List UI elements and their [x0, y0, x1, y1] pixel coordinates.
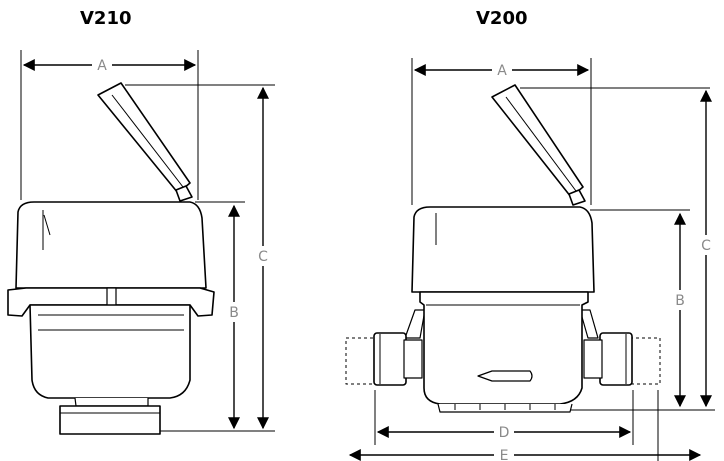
v210-bottom-connector — [59, 405, 161, 435]
v210-dim-a-label: A — [97, 58, 107, 74]
v200-dim-a-label: A — [497, 63, 507, 79]
v200-lid — [491, 84, 584, 198]
v200-meter-drawing — [345, 58, 715, 461]
v200-dim-c-label: C — [701, 238, 711, 254]
v210-dim-c-label: C — [258, 249, 268, 265]
v200-right-pipe-outline — [629, 337, 661, 385]
v200-left-connector — [373, 332, 407, 386]
v200-upper-body — [411, 206, 595, 293]
v210-lid — [97, 82, 191, 194]
v200-dim-e-label: E — [500, 448, 509, 461]
v200-dim-b-label: B — [675, 293, 685, 309]
v210-meter-drawing — [7, 50, 275, 435]
v210-title: V210 — [80, 8, 132, 29]
v200-title: V200 — [476, 8, 528, 29]
v200-right-connector — [599, 332, 633, 386]
v210-upper-body — [15, 201, 207, 289]
v210-dim-b-label: B — [229, 305, 239, 321]
v200-lower-body — [419, 291, 589, 405]
v200-dim-d-label: D — [499, 425, 510, 441]
v200-flow-arrow — [477, 370, 533, 382]
v210-lower-body — [29, 304, 191, 399]
